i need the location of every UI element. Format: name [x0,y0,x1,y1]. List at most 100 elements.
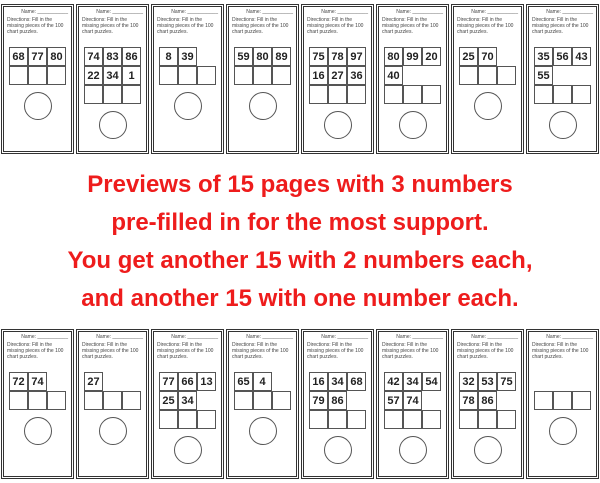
puzzle-number-cell: 89 [272,47,291,66]
puzzle-number-cell: 86 [328,391,347,410]
clipart-illustration [24,92,52,120]
empty-puzzle-cell [234,391,253,410]
name-label: Name: ___________ [171,334,218,340]
puzzle-number-cell: 79 [309,391,328,410]
worksheet-page: Name: ___________Directions: Fill in the… [76,4,149,154]
worksheet-page: Name: ___________Directions: Fill in the… [301,329,374,479]
worksheet-page: Name: ___________ Directions: Fill in the… [151,329,224,479]
overlay-line-1: Previews of 15 pages with 3 numbers [87,171,513,198]
directions-text: Directions: Fill in the missing pieces o… [82,342,139,360]
puzzle-number-cell: 16 [309,66,328,85]
clipart-illustration [174,92,202,120]
empty-puzzle-cell [28,66,47,85]
directions-text: Directions: Fill in the missing pieces o… [157,342,214,360]
directions-text: Directions: Fill in the missing pieces o… [157,17,214,35]
directions-text: Directions: Fill in the missing pieces o… [382,342,439,360]
empty-puzzle-cell [384,410,403,429]
puzzle-number-cell: 42 [384,372,403,391]
empty-puzzle-cell [384,85,403,104]
directions-text: Directions: Fill in the missing pieces o… [7,17,64,35]
empty-puzzle-cell [553,85,572,104]
puzzle-number-cell: 1 [122,66,141,85]
name-label: Name: ___________ [546,334,593,340]
empty-puzzle-cell [497,410,516,429]
directions-text: Directions: Fill in the missing pieces o… [232,342,289,360]
worksheet-page: Name: ___________ Directions: Fill in the… [526,329,599,479]
clipart-illustration [99,111,127,139]
empty-puzzle-cell [234,66,253,85]
puzzle-number-cell: 80 [253,47,272,66]
empty-puzzle-cell [309,410,328,429]
name-label: Name: ___________ [471,334,518,340]
empty-puzzle-cell [459,410,478,429]
puzzle-number-cell: 40 [384,66,403,85]
empty-puzzle-cell [253,391,272,410]
empty-puzzle-cell [159,66,178,85]
puzzle-number-cell: 66 [178,372,197,391]
worksheet-page: Name: ___________Directions: Fill in the… [301,4,374,154]
empty-puzzle-cell [347,410,366,429]
directions-text: Directions: Fill in the missing pieces o… [532,342,589,360]
clipart-illustration [24,417,52,445]
puzzle-number-cell: 32 [459,372,478,391]
puzzle-number-cell: 27 [84,372,103,391]
empty-puzzle-cell [28,391,47,410]
puzzle-number-cell: 57 [384,391,403,410]
puzzle-number-cell: 68 [9,47,28,66]
puzzle-number-cell: 54 [422,372,441,391]
directions-text: Directions: Fill in the missing pieces o… [7,342,64,360]
clipart-illustration [474,92,502,120]
clipart-illustration [324,111,352,139]
puzzle-number-cell: 35 [534,47,553,66]
directions-text: Directions: Fill in the missing pieces o… [307,342,364,360]
empty-puzzle-cell [272,66,291,85]
empty-puzzle-cell [197,410,216,429]
empty-puzzle-cell [47,391,66,410]
empty-puzzle-cell [572,85,591,104]
empty-puzzle-cell [422,410,441,429]
empty-puzzle-cell [403,410,422,429]
empty-puzzle-cell [178,66,197,85]
empty-puzzle-cell [122,391,141,410]
clipart-illustration [399,436,427,464]
puzzle-number-cell: 80 [47,47,66,66]
clipart-illustration [249,92,277,120]
empty-puzzle-cell [572,391,591,410]
empty-puzzle-cell [459,66,478,85]
empty-puzzle-cell [84,85,103,104]
puzzle-number-cell: 16 [309,372,328,391]
puzzle-number-cell: 86 [122,47,141,66]
puzzle-number-cell: 20 [422,47,441,66]
puzzle-number-cell: 25 [459,47,478,66]
puzzle-number-cell: 27 [328,66,347,85]
name-label: Name: ___________ [21,9,68,15]
puzzle-number-cell: 53 [478,372,497,391]
worksheet-page: Name: ___________ Directions: Fill in the… [1,329,74,479]
empty-puzzle-cell [103,85,122,104]
puzzle-number-cell: 72 [9,372,28,391]
name-label: Name: ___________ [396,9,443,15]
puzzle-number-cell: 75 [309,47,328,66]
puzzle-number-cell: 8 [159,47,178,66]
name-label: Name: ___________ [21,334,68,340]
worksheet-page: Name: ___________Directions: Fill in the… [451,329,524,479]
empty-puzzle-cell [497,66,516,85]
clipart-illustration [324,436,352,464]
empty-puzzle-cell [47,66,66,85]
puzzle-number-cell: 22 [84,66,103,85]
puzzle-number-cell: 34 [328,372,347,391]
puzzle-number-cell: 80 [384,47,403,66]
puzzle-number-cell: 4 [253,372,272,391]
empty-puzzle-cell [422,85,441,104]
empty-puzzle-cell [403,85,422,104]
empty-puzzle-cell [197,66,216,85]
puzzle-number-cell: 74 [28,372,47,391]
puzzle-number-cell: 78 [328,47,347,66]
overlay-line-3: You get another 15 with 2 numbers each, [67,247,533,274]
puzzle-number-cell: 34 [103,66,122,85]
puzzle-number-cell: 70 [478,47,497,66]
name-label: Name: ___________ [171,9,218,15]
empty-puzzle-cell [553,391,572,410]
clipart-illustration [549,417,577,445]
puzzle-number-cell: 97 [347,47,366,66]
